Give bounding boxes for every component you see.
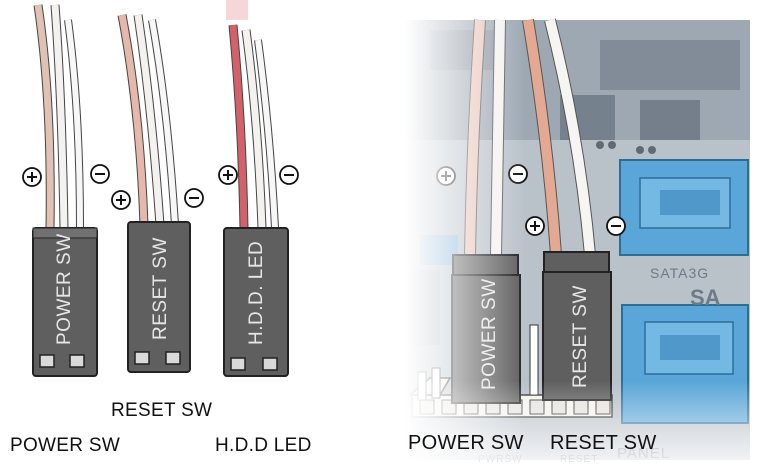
left-reset-sw-caption: RESET SW	[111, 400, 213, 421]
sata-partial-label: SA	[690, 285, 721, 310]
left-hdd-led-caption: H.D.D LED	[215, 435, 312, 456]
sata-label: SATA3G	[650, 265, 709, 281]
reset-silk-label: RESET	[560, 454, 598, 465]
sata-connector	[619, 159, 749, 256]
minus-icon	[508, 164, 528, 184]
plus-icon	[218, 165, 238, 185]
minus-icon	[184, 188, 204, 208]
hdd-led-wires	[226, 0, 279, 229]
right-power-sw-connector: POWER SW	[451, 254, 521, 404]
power-sw-connector-label: POWER SW	[54, 233, 75, 345]
right-reset-sw-label: RESET SW	[570, 285, 591, 388]
left-panel: POWER SW RESET SW	[22, 0, 299, 377]
polarity-symbols-left	[22, 164, 299, 210]
pwrsw-silk-label: PWRSW	[478, 454, 522, 465]
minus-icon	[279, 165, 299, 185]
hdd-led-connector-label: H.D.D. LED	[246, 241, 267, 345]
hdd-led-connector: H.D.D. LED	[223, 227, 289, 377]
plus-icon	[525, 216, 545, 236]
right-power-sw-caption: POWER SW	[408, 432, 524, 454]
reset-sw-wires	[117, 14, 179, 226]
right-reset-sw-caption: RESET SW	[550, 432, 657, 454]
plus-icon	[436, 166, 456, 186]
left-power-sw-caption: POWER SW	[10, 435, 121, 456]
plus-icon	[22, 167, 42, 187]
minus-icon	[606, 216, 626, 236]
right-panel: SATA3G SA	[405, 18, 750, 471]
minus-icon	[90, 164, 110, 184]
power-sw-connector: POWER SW	[32, 227, 98, 377]
reset-sw-connector-label: RESET SW	[150, 237, 171, 340]
power-sw-wires	[33, 4, 84, 229]
right-reset-sw-connector: RESET SW	[542, 251, 612, 401]
plus-icon	[111, 190, 131, 210]
sata-connector-lower	[621, 304, 749, 424]
right-power-sw-label: POWER SW	[479, 278, 500, 390]
reset-sw-connector: RESET SW	[127, 221, 191, 373]
